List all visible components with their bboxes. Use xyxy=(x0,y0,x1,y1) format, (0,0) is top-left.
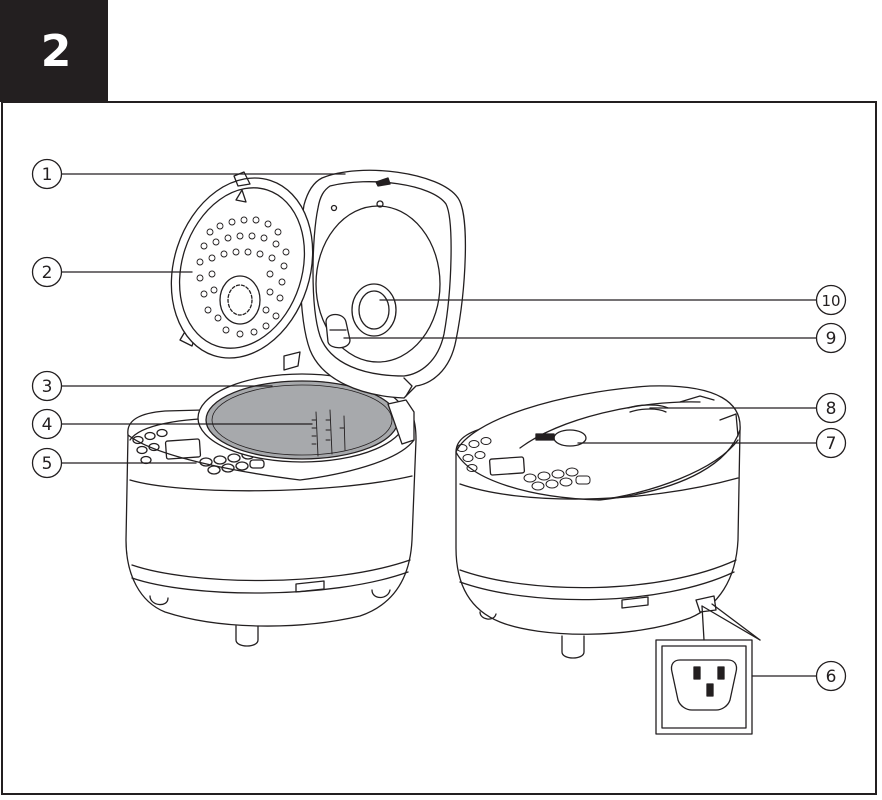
callout-1: 1 xyxy=(42,165,53,185)
callout-2: 2 xyxy=(42,263,53,283)
callout-3: 3 xyxy=(42,377,53,397)
callout-8: 8 xyxy=(826,399,837,419)
callout-5: 5 xyxy=(42,454,53,474)
callout-10: 10 xyxy=(821,292,840,310)
closed-cooker xyxy=(456,386,760,658)
cooker-foot xyxy=(236,626,258,646)
detachable-inner-lid xyxy=(149,159,335,376)
callout-6: 6 xyxy=(826,667,837,687)
callout-4: 4 xyxy=(42,415,53,435)
callout-7: 7 xyxy=(826,434,837,454)
power-socket-detail xyxy=(656,606,752,734)
callout-9: 9 xyxy=(826,329,837,349)
